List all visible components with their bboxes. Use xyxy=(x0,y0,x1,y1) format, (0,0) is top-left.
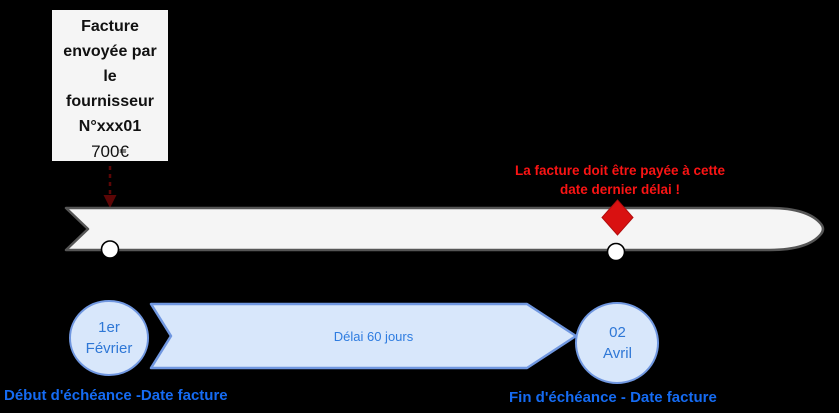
end-date-bubble xyxy=(575,302,659,384)
start-date-label: 1er Février xyxy=(70,301,148,375)
invoice-title-line: envoyée par xyxy=(63,43,157,60)
deadline-warning-line2: date dernier délai ! xyxy=(559,182,681,197)
end-point-marker xyxy=(606,242,626,262)
end-date-line2: Avril xyxy=(603,345,632,362)
delay-band-shape xyxy=(149,302,578,370)
invoice-amount: 700€ xyxy=(91,142,129,161)
start-date-line2: Février xyxy=(85,340,133,357)
invoice-note-box: Facture envoyée par le fournisseur N°xxx… xyxy=(50,8,170,163)
end-date-line1: 02 xyxy=(609,324,626,341)
deadline-diamond-icon xyxy=(601,199,634,236)
deadline-warning-text: La facture doit être payée à cette date … xyxy=(480,161,760,199)
end-date-label: 02 Avril xyxy=(577,303,658,383)
deadline-warning-line1: La facture doit être payée à cette xyxy=(514,163,726,178)
end-caption: Fin d'échéance - Date facture xyxy=(509,389,717,406)
invoice-arrow-icon xyxy=(103,166,117,208)
start-point-marker xyxy=(100,240,120,259)
invoice-title: Facture envoyée par le fournisseur N°xxx… xyxy=(52,14,168,139)
invoice-title-line: le xyxy=(103,68,117,85)
invoice-title-line: Facture xyxy=(81,18,139,35)
delay-band-label: Délai 60 jours xyxy=(333,328,414,344)
invoice-title-line: fournisseur xyxy=(65,93,154,110)
invoice-title-line: N°xxx01 xyxy=(78,118,142,135)
invoice-arrowhead xyxy=(103,195,117,208)
start-date-line1: 1er xyxy=(98,319,120,336)
start-date-bubble xyxy=(69,300,149,376)
start-caption: Début d'échéance -Date facture xyxy=(4,387,228,404)
timeline-ribbon xyxy=(64,206,825,252)
